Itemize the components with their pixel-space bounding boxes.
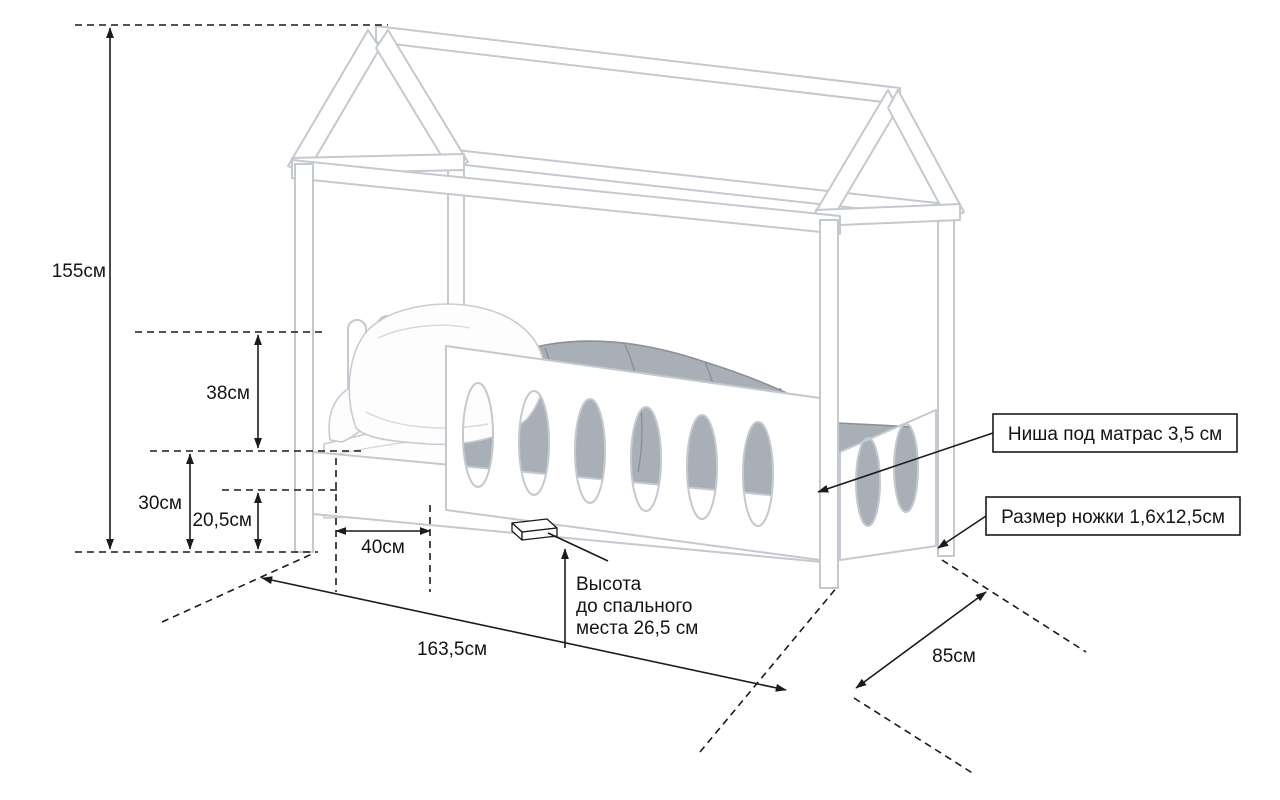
- dimension-label-40: 40см: [361, 537, 405, 558]
- dimension-label-38: 38см: [206, 383, 250, 404]
- dimension-annotations: 155см 38см 30см 20,5см 40см 163,5см 85см…: [52, 24, 1087, 775]
- dimension-line-length: [261, 576, 787, 692]
- ridge-beam: [375, 25, 901, 105]
- sleeping-height-text-line3: места 26,5 см: [576, 618, 698, 639]
- callout-label-mattress-niche: Ниша под матрас 3,5 см: [1008, 424, 1222, 445]
- callout-arrow-leg-size: [937, 515, 987, 549]
- callout-label-leg-size: Размер ножки 1,6х12,5см: [1001, 507, 1225, 528]
- front-top-beam: [291, 159, 841, 235]
- bed-illustration: [287, 25, 965, 589]
- dimension-line-depth: [855, 591, 987, 689]
- slat-bracket-indicator: [511, 518, 609, 562]
- callout-box-mattress-niche: [992, 413, 1238, 453]
- callout-leg-size: Размер ножки 1,6х12,5см: [937, 496, 1241, 549]
- pillow-crease: [365, 411, 489, 429]
- front-left-post: [294, 163, 314, 553]
- sleeping-height-note: Высота до спального места 26,5 см: [561, 548, 698, 648]
- dimension-label-depth: 85см: [932, 646, 976, 667]
- dimension-label-length: 163,5см: [417, 639, 487, 660]
- extension-line-depth-far: [941, 559, 1087, 653]
- extension-line-length-right: [699, 585, 839, 753]
- front-right-post: [819, 219, 839, 589]
- bracket-side: [521, 527, 558, 541]
- pillow-crease: [377, 324, 471, 339]
- dimension-label-30: 30см: [138, 493, 182, 514]
- back-right-post: [937, 211, 955, 557]
- callout-mattress-niche: Ниша под матрас 3,5 см: [817, 413, 1238, 493]
- extension-line-depth-near: [853, 697, 975, 775]
- callout-arrow-mattress-niche: [817, 432, 994, 493]
- foot-rail: [839, 409, 937, 561]
- dimension-label-total-height: 155см: [52, 261, 106, 282]
- sleeping-height-text-line1: Высота: [576, 574, 642, 595]
- dimension-label-205: 20,5см: [192, 510, 252, 531]
- sleeping-height-text-line2: до спального: [576, 596, 692, 617]
- gable-left-board-left: [287, 29, 381, 175]
- extension-line-length-left: [161, 553, 313, 623]
- callout-box-leg-size: [985, 496, 1241, 536]
- bracket-leader-line: [547, 532, 609, 562]
- bed-base: [312, 219, 937, 589]
